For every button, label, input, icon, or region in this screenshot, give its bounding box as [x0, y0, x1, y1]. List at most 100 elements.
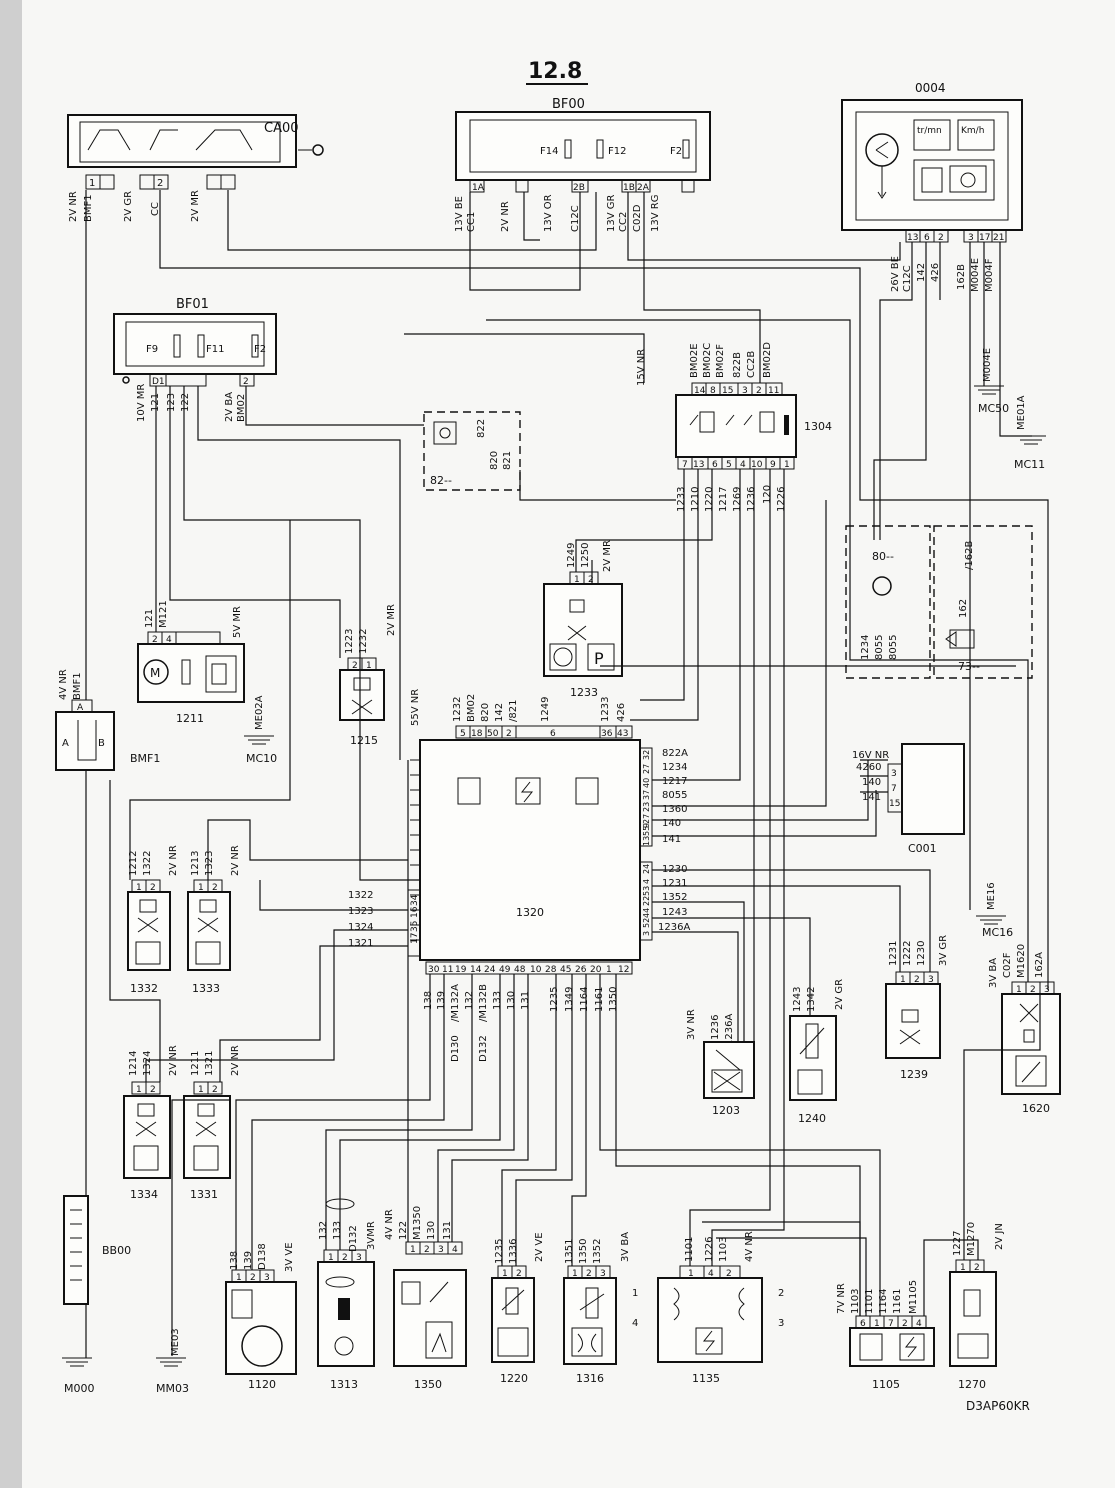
svg-text:24: 24 — [642, 864, 651, 874]
component-bf00: BF00 F14 F12 F2 1A 2B 1B 2A — [455, 97, 711, 193]
svg-text:3: 3 — [778, 1318, 784, 1329]
svg-text:BMF1: BMF1 — [130, 752, 160, 765]
svg-text:C001: C001 — [908, 842, 937, 855]
component-1215: 1223 1232 2V MR 2 1 1215 — [339, 604, 397, 747]
svg-text:2: 2 — [586, 1269, 592, 1279]
svg-text:1105: 1105 — [872, 1378, 900, 1391]
svg-text:4260: 4260 — [856, 762, 881, 773]
svg-text:16V NR: 16V NR — [852, 750, 889, 761]
svg-text:BM02C: BM02C — [702, 343, 713, 378]
svg-text:43: 43 — [617, 729, 628, 739]
svg-text:D138: D138 — [257, 1243, 268, 1270]
svg-text:14: 14 — [470, 965, 482, 975]
svg-text:141: 141 — [862, 792, 881, 803]
svg-text:2V BA: 2V BA — [224, 392, 235, 422]
svg-text:24: 24 — [484, 965, 496, 975]
svg-text:37: 37 — [642, 790, 651, 800]
svg-text:1342: 1342 — [806, 987, 817, 1012]
svg-text:15: 15 — [722, 386, 733, 396]
svg-text:1220: 1220 — [500, 1372, 528, 1385]
svg-text:1323: 1323 — [348, 906, 373, 917]
svg-text:130: 130 — [506, 991, 517, 1010]
component-1233: 1249 1250 2V MR 1 2 P 1233 — [543, 540, 623, 699]
svg-text:1232: 1232 — [452, 697, 463, 722]
svg-text:13V RG: 13V RG — [650, 195, 661, 232]
svg-text:1B: 1B — [623, 183, 635, 193]
svg-text:1: 1 — [410, 1245, 416, 1255]
svg-text:1213: 1213 — [190, 851, 201, 876]
svg-text:45: 45 — [560, 965, 571, 975]
svg-text:/M132B: /M132B — [478, 984, 489, 1022]
svg-text:2: 2 — [726, 1269, 732, 1279]
svg-text:21: 21 — [993, 233, 1004, 243]
svg-text:1321: 1321 — [204, 1051, 215, 1076]
component-1105: 7V NR 1103 1101 1164 1161 M1105 6 1 7 2 … — [836, 1280, 935, 1391]
svg-text:23: 23 — [642, 802, 651, 812]
svg-text:122: 122 — [180, 393, 191, 412]
svg-text:1350: 1350 — [578, 1239, 589, 1264]
svg-text:1235: 1235 — [494, 1239, 505, 1264]
component-ca00: CA00 1 2 — [67, 114, 324, 190]
svg-text:2: 2 — [424, 1245, 430, 1255]
svg-text:C02F: C02F — [1002, 952, 1013, 978]
svg-text:122: 122 — [398, 1221, 409, 1240]
component-1313: 132 133 D132 3VMR 1 2 3 1313 — [317, 1198, 377, 1391]
svg-text:1: 1 — [366, 661, 372, 671]
svg-text:M1270: M1270 — [966, 1222, 977, 1256]
svg-text:1324: 1324 — [348, 922, 373, 933]
svg-text:1234: 1234 — [860, 635, 871, 660]
svg-text:2V NR: 2V NR — [230, 845, 241, 876]
svg-text:BM02: BM02 — [236, 394, 247, 422]
component-80-73: 80-- 1234 8055 8055 162 /162B 73-- — [845, 525, 1033, 679]
svg-text:F12: F12 — [608, 146, 626, 157]
svg-text:9: 9 — [770, 460, 776, 470]
svg-text:8055: 8055 — [888, 635, 899, 660]
svg-text:1320: 1320 — [516, 906, 544, 919]
svg-text:BMF1: BMF1 — [72, 672, 83, 700]
page-number: 12.8 — [528, 59, 582, 84]
svg-text:2: 2 — [938, 233, 944, 243]
svg-text:D1: D1 — [152, 377, 165, 387]
wire-routing — [85, 190, 1049, 1358]
svg-text:1235: 1235 — [549, 987, 560, 1012]
svg-text:1: 1 — [328, 1253, 334, 1263]
svg-text:ME01A: ME01A — [1016, 395, 1027, 430]
svg-text:19: 19 — [455, 965, 467, 975]
svg-text:14: 14 — [694, 386, 706, 396]
svg-text:53: 53 — [642, 886, 651, 896]
svg-text:1239: 1239 — [900, 1068, 928, 1081]
svg-text:139: 139 — [436, 991, 447, 1010]
svg-text:BB00: BB00 — [102, 1244, 131, 1257]
svg-text:CA00: CA00 — [264, 121, 299, 136]
svg-text:1: 1 — [900, 975, 906, 985]
svg-text:1164: 1164 — [579, 987, 590, 1012]
svg-text:13: 13 — [693, 460, 704, 470]
component-1316: 1351 1350 1352 3V BA 1 2 3 1316 — [563, 1232, 631, 1385]
0004-wire-labels: 26V BE C12C 142 426 162B M004E M004F — [890, 256, 995, 292]
svg-text:BF01: BF01 — [176, 297, 209, 312]
svg-text:6: 6 — [550, 729, 556, 739]
component-1211: 121 M121 5V MR 2 4 M 1211 — [137, 600, 245, 725]
svg-text:1620: 1620 — [1022, 1102, 1050, 1115]
svg-text:1103: 1103 — [850, 1289, 861, 1314]
svg-text:1269: 1269 — [732, 487, 743, 512]
svg-text:17: 17 — [979, 233, 990, 243]
svg-text:2V MR: 2V MR — [386, 604, 397, 636]
svg-text:26V BE: 26V BE — [890, 256, 901, 292]
svg-text:6: 6 — [712, 460, 718, 470]
svg-text:1233: 1233 — [600, 697, 611, 722]
svg-text:133: 133 — [492, 991, 503, 1010]
svg-text:F9: F9 — [146, 344, 158, 355]
svg-text:48: 48 — [514, 965, 526, 975]
svg-text:MM03: MM03 — [156, 1382, 189, 1395]
svg-text:M1105: M1105 — [908, 1280, 919, 1314]
svg-text:BMF1: BMF1 — [83, 194, 94, 222]
svg-text:F2: F2 — [670, 146, 682, 157]
svg-text:3: 3 — [438, 1245, 444, 1255]
svg-text:22: 22 — [642, 896, 651, 906]
svg-text:MC16: MC16 — [982, 926, 1013, 939]
svg-text:8: 8 — [710, 386, 716, 396]
svg-text:44: 44 — [642, 908, 651, 918]
svg-text:C02D: C02D — [632, 204, 643, 232]
